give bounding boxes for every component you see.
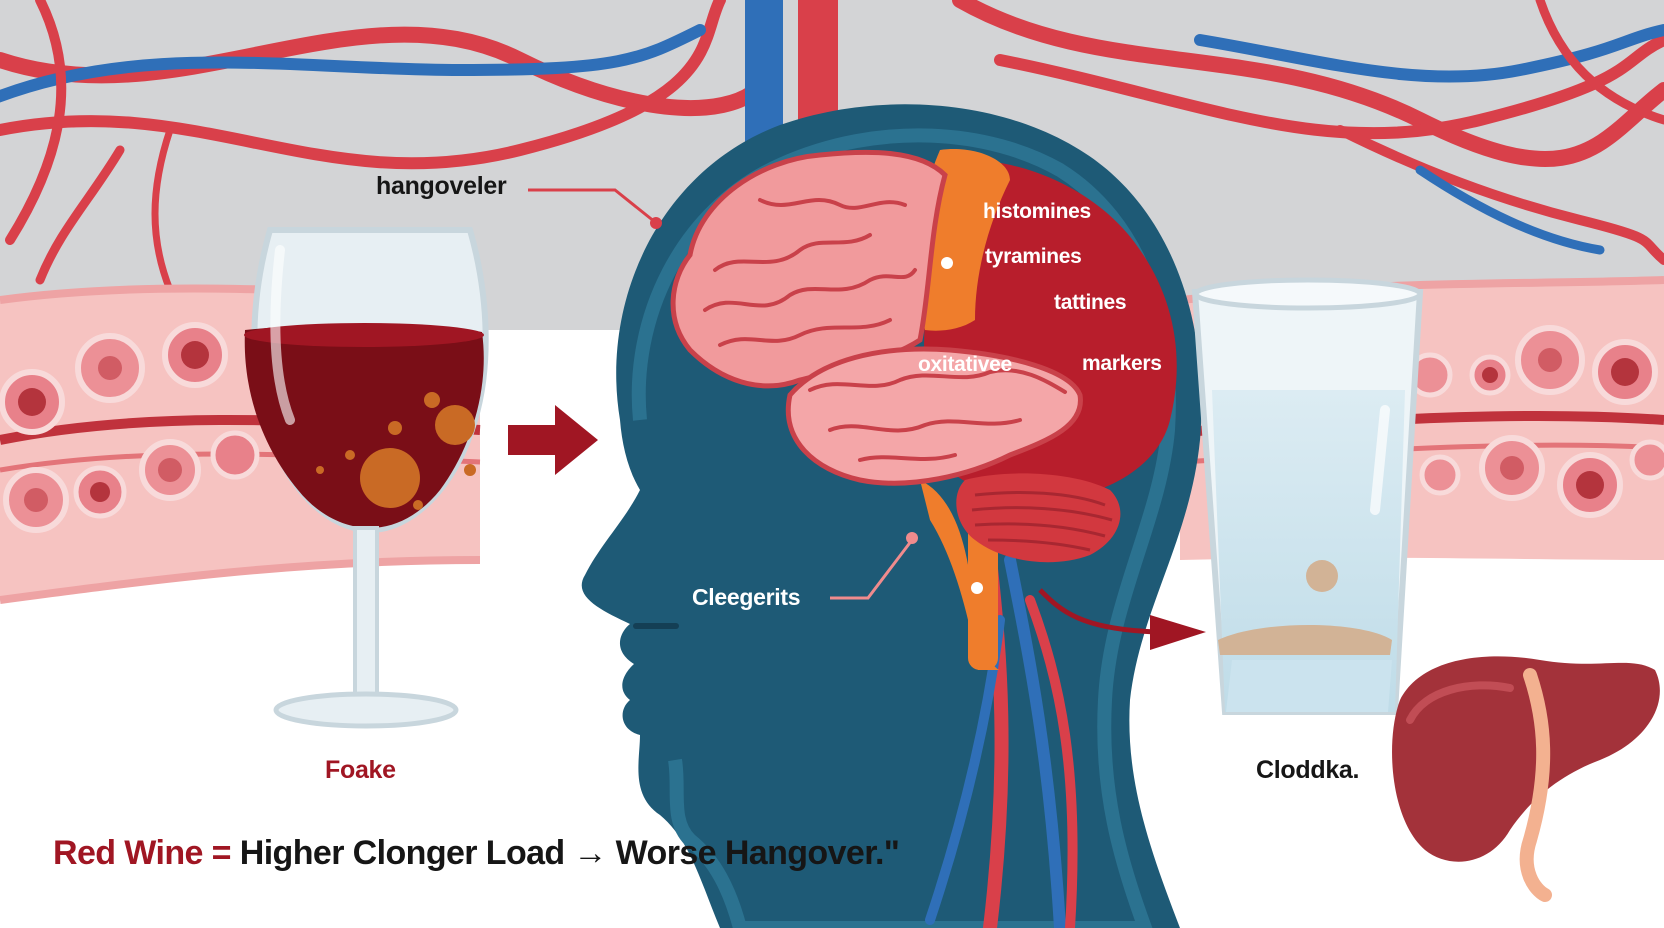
tissue-cells-right	[1407, 325, 1664, 518]
wine-glass	[244, 227, 489, 729]
cerebellum-folds	[971, 490, 1113, 552]
brainstem-dot	[971, 582, 983, 594]
brain-temporal-lobe	[785, 346, 1083, 486]
background-vessels	[0, 0, 1664, 294]
brain-dot-upper	[941, 257, 953, 269]
hangover-pointer-dot	[650, 217, 662, 229]
sediment	[316, 392, 476, 510]
label-wine: Foake	[325, 756, 396, 784]
caption-rest: Higher Clonger Load → Worse Hangover."	[230, 834, 900, 872]
liver	[1392, 656, 1660, 902]
label-brainstem: Cleegerits	[692, 584, 801, 610]
tissue-cells-left	[0, 322, 260, 533]
arrow-wine-to-head	[508, 405, 598, 475]
label-histamines: histomines	[983, 200, 1091, 223]
hangover-pointer-line	[528, 188, 656, 224]
caption-highlight: Red Wine =	[53, 834, 232, 872]
brainstem	[920, 480, 1000, 670]
label-hangover: hangoveler	[376, 172, 507, 200]
particle	[1306, 560, 1338, 592]
brainstem-pointer-dot	[906, 532, 918, 544]
arrow-head-to-water-tip	[1150, 615, 1206, 650]
label-oxidative: oxitativee	[918, 353, 1012, 376]
brain-gyri	[703, 198, 1067, 462]
label-tannins: tattines	[1054, 291, 1127, 314]
label-water: Cloddka.	[1256, 756, 1360, 784]
arrow-head-to-water	[1038, 588, 1161, 635]
caption: Red Wine = Higher Clonger Load → Worse H…	[53, 834, 900, 873]
label-tyramines: tyramines	[985, 245, 1082, 268]
label-markers: markers	[1082, 352, 1162, 375]
brainstem-pointer-line	[830, 539, 914, 600]
brain-cortex	[670, 149, 948, 389]
water-glass	[1191, 277, 1424, 715]
